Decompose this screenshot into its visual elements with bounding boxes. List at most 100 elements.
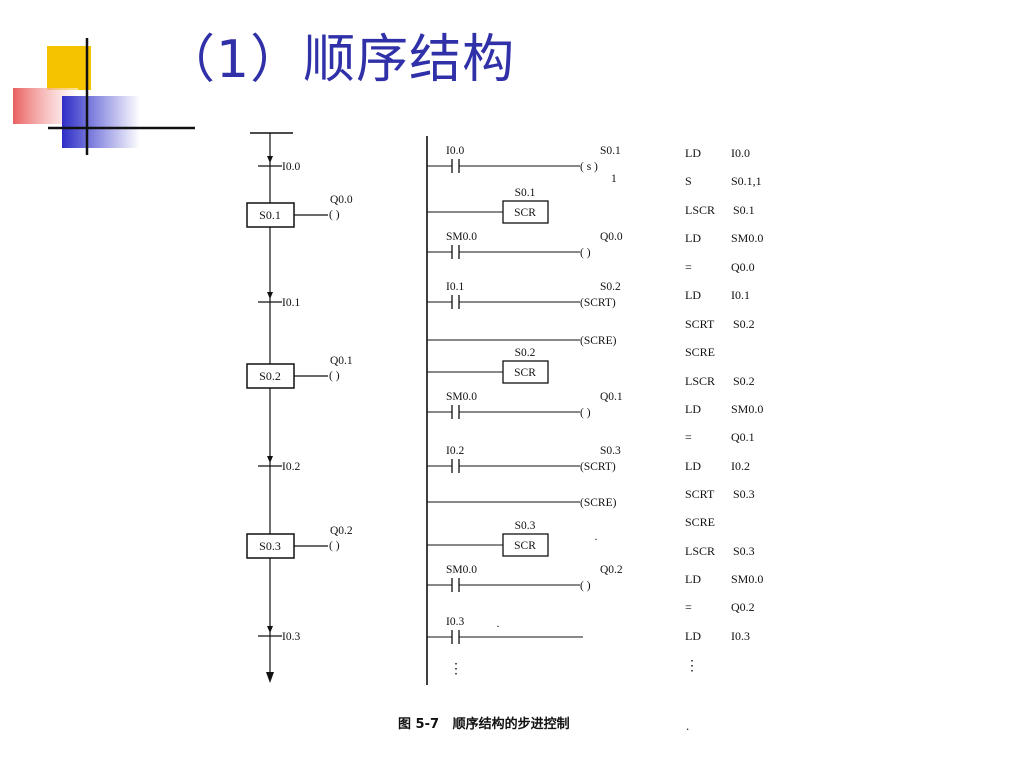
- il-opcode: =: [685, 260, 692, 274]
- il-row: LD I0.2: [685, 459, 750, 473]
- il-opcode: S: [685, 174, 692, 188]
- il-opcode: LD: [685, 459, 701, 473]
- ladder-contact-label: SM0.0: [446, 564, 477, 576]
- sfc-transition-label: I0.3: [282, 631, 300, 643]
- il-opcode: SCRE: [685, 515, 716, 529]
- ladder-contact-label: I0.1: [446, 281, 464, 293]
- deco-yellow-square: [47, 46, 91, 90]
- il-row: = Q0.2: [685, 600, 755, 614]
- il-opcode: LSCR: [685, 203, 716, 217]
- il-opcode: LSCR: [685, 544, 716, 558]
- ladder-coil-label: Q0.2: [600, 564, 623, 576]
- ladder-coil: (SCRT): [580, 461, 616, 473]
- ladder-coil-label: S0.1: [600, 145, 621, 157]
- sfc-transition-label: I0.2: [282, 461, 300, 473]
- ladder-scr-label: S0.1: [515, 187, 536, 199]
- il-operand: SM0.0: [731, 402, 764, 416]
- il-operand: S0.3: [733, 544, 755, 558]
- il-operand: S0.2: [733, 374, 755, 388]
- sfc-step-label: S0.3: [259, 539, 281, 553]
- deco-blue-square: [62, 96, 140, 148]
- ladder-scr-box: [502, 200, 549, 224]
- il-opcode: LD: [685, 572, 701, 586]
- ladder-scr-box: [502, 533, 549, 557]
- ladder-scr-text: SCR: [514, 367, 536, 379]
- sfc-transition-label: I0.1: [282, 297, 300, 309]
- sfc-flow-arrow: [267, 456, 273, 463]
- sfc-action-output: Q0.1: [330, 355, 353, 367]
- il-opcode: LD: [685, 402, 701, 416]
- ladder-scr-text: SCR: [514, 207, 536, 219]
- il-opcode: SCRE: [685, 345, 716, 359]
- il-ellipsis: ⋮: [685, 659, 699, 674]
- sfc-step-label: S0.2: [259, 369, 281, 383]
- il-operand: I0.2: [731, 459, 750, 473]
- il-row: LSCR S0.1: [685, 203, 755, 217]
- ladder-coil: ( ): [580, 247, 591, 259]
- il-row: LD SM0.0: [685, 572, 763, 586]
- sfc-flow-arrow: [267, 156, 273, 163]
- il-operand: S0.1,1: [731, 174, 762, 188]
- il-opcode: LD: [685, 288, 701, 302]
- stray-dot: ·: [496, 619, 500, 633]
- il-row: LSCR S0.3: [685, 544, 755, 558]
- il-opcode: =: [685, 430, 692, 444]
- figure-caption: 图 5-7 顺序结构的步进控制: [398, 717, 570, 732]
- il-operand: I0.3: [731, 629, 750, 643]
- il-opcode: SCRT: [685, 487, 715, 501]
- il-row: LD SM0.0: [685, 402, 763, 416]
- sfc-end-arrow: [266, 672, 274, 683]
- ladder-coil: ( ): [580, 407, 591, 419]
- title-decoration: [13, 38, 195, 155]
- ladder-coil-label: Q0.1: [600, 391, 623, 403]
- il-operand: I0.1: [731, 288, 750, 302]
- ladder-scr-label: S0.3: [515, 520, 536, 532]
- ladder-coil: ( s ): [580, 161, 598, 173]
- sfc-action-output: Q0.2: [330, 525, 353, 537]
- ladder-coil-count: 1: [611, 173, 617, 185]
- sfc-action-output: Q0.0: [330, 194, 353, 206]
- ladder-coil-label: Q0.0: [600, 231, 623, 243]
- ladder-contact-label: I0.0: [446, 145, 464, 157]
- ladder-scr-label: S0.2: [515, 347, 536, 359]
- stray-dot: .: [686, 718, 690, 733]
- il-operand: Q0.2: [731, 600, 755, 614]
- sfc-flow-arrow: [267, 292, 273, 299]
- slide-title: （1）顺序结构: [163, 30, 516, 90]
- il-operand: SM0.0: [731, 572, 764, 586]
- sfc-step-label: S0.1: [259, 208, 281, 222]
- ladder-scre-coil: (SCRE): [580, 497, 617, 509]
- ladder-contact-label: SM0.0: [446, 391, 477, 403]
- ladder-coil: ( ): [580, 580, 591, 592]
- ladder-contact-label: I0.2: [446, 445, 464, 457]
- il-opcode: =: [685, 600, 692, 614]
- ladder-contact-label: SM0.0: [446, 231, 477, 243]
- il-row: SCRE: [685, 515, 731, 529]
- sfc-transition-label: I0.0: [282, 161, 300, 173]
- il-operand: I0.0: [731, 146, 750, 160]
- il-row: LD I0.0: [685, 146, 750, 160]
- ladder-coil-label: S0.3: [600, 445, 621, 457]
- ladder-coil: (SCRT): [580, 297, 616, 309]
- il-row: = Q0.1: [685, 430, 755, 444]
- sfc-step-box: [246, 202, 295, 228]
- il-operand: Q0.1: [731, 430, 755, 444]
- ladder-contact-label: I0.3: [446, 616, 464, 628]
- ladder-scr-box: [502, 360, 549, 384]
- il-operand: Q0.0: [731, 260, 755, 274]
- sfc-flow-arrow: [267, 626, 273, 633]
- ladder-ellipsis: ⋮: [449, 662, 463, 677]
- il-opcode: SCRT: [685, 317, 715, 331]
- stray-dot: ·: [594, 532, 598, 546]
- sfc-action-coil: ( ): [329, 370, 340, 382]
- il-operand: S0.1: [733, 203, 755, 217]
- ladder-coil-label: S0.2: [600, 281, 621, 293]
- sfc-action-coil: ( ): [329, 209, 340, 221]
- il-row: = Q0.0: [685, 260, 755, 274]
- il-opcode: LD: [685, 146, 701, 160]
